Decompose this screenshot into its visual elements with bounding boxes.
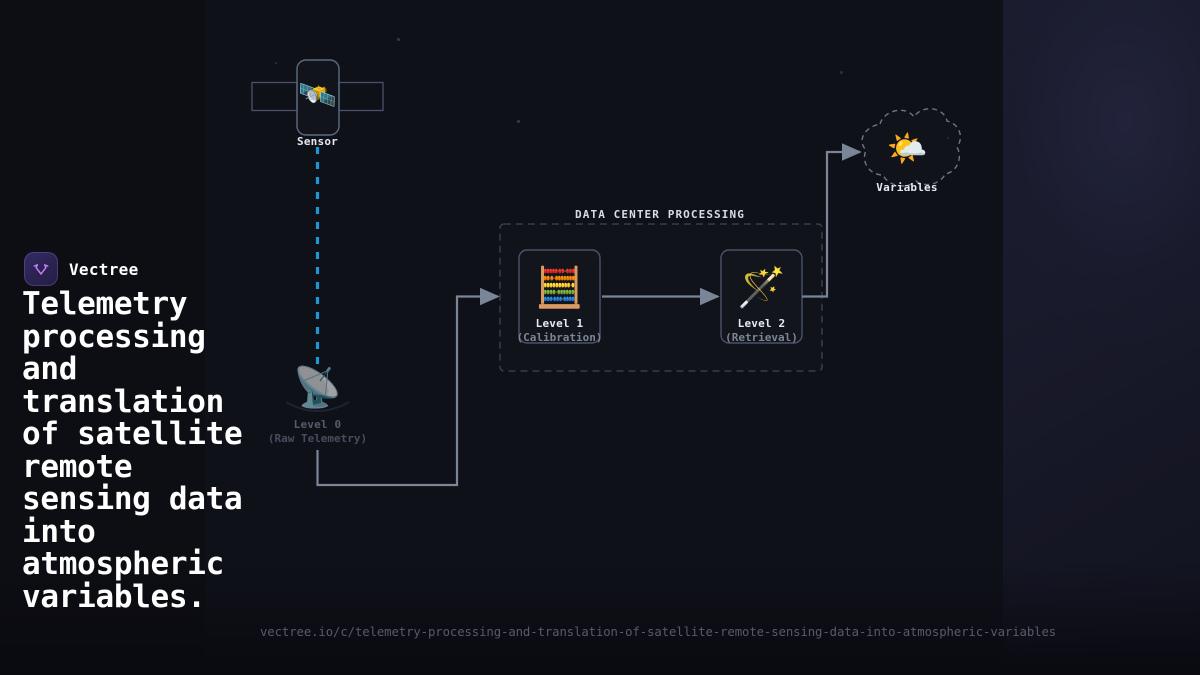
abacus-icon: 🧮 <box>535 265 584 311</box>
edge-level0-to-level1[interactable] <box>316 287 500 487</box>
variables-label: Variables <box>876 181 938 194</box>
level1-sublabel: (Calibration) <box>516 331 603 344</box>
star-dot <box>397 38 400 41</box>
brand-name: Vectree <box>69 259 139 279</box>
sensor-label: Sensor <box>297 135 338 148</box>
satellite-dish-icon: 📡 <box>293 365 342 411</box>
level0-label: Level 0 <box>293 418 342 431</box>
star-dot <box>840 71 843 74</box>
level1-node-box[interactable] <box>518 249 601 344</box>
sensor-wing-left <box>251 81 298 112</box>
level2-label: Level 2 <box>737 317 786 330</box>
level0-ground-arc <box>285 401 350 412</box>
edge-level2-to-variables[interactable] <box>802 143 862 298</box>
level2-sublabel: (Retrieval) <box>725 331 798 344</box>
level1-label: Level 1 <box>535 317 584 330</box>
magic-wand-icon: 🪄 <box>737 265 786 311</box>
star-dot <box>275 62 277 64</box>
sensor-node-box[interactable] <box>296 59 340 136</box>
source-url: vectree.io/c/telemetry-processing-and-tr… <box>260 625 1057 639</box>
brand: Vectree <box>24 252 139 286</box>
vectree-waveform-icon <box>24 252 58 286</box>
level0-sublabel: (Raw Telemetry) <box>267 432 368 445</box>
sun-behind-cloud-icon: 🌤️ <box>886 128 928 168</box>
star-dot <box>947 137 949 139</box>
satellite-icon: 🛰️ <box>298 77 337 114</box>
headline: Telemetry processing and translation of … <box>22 286 243 615</box>
star-dot <box>517 120 520 123</box>
variables-cloud-outline[interactable] <box>861 108 962 187</box>
sensor-wing-right <box>338 81 384 112</box>
data-center-group-title: DATA CENTER PROCESSING <box>575 208 745 221</box>
